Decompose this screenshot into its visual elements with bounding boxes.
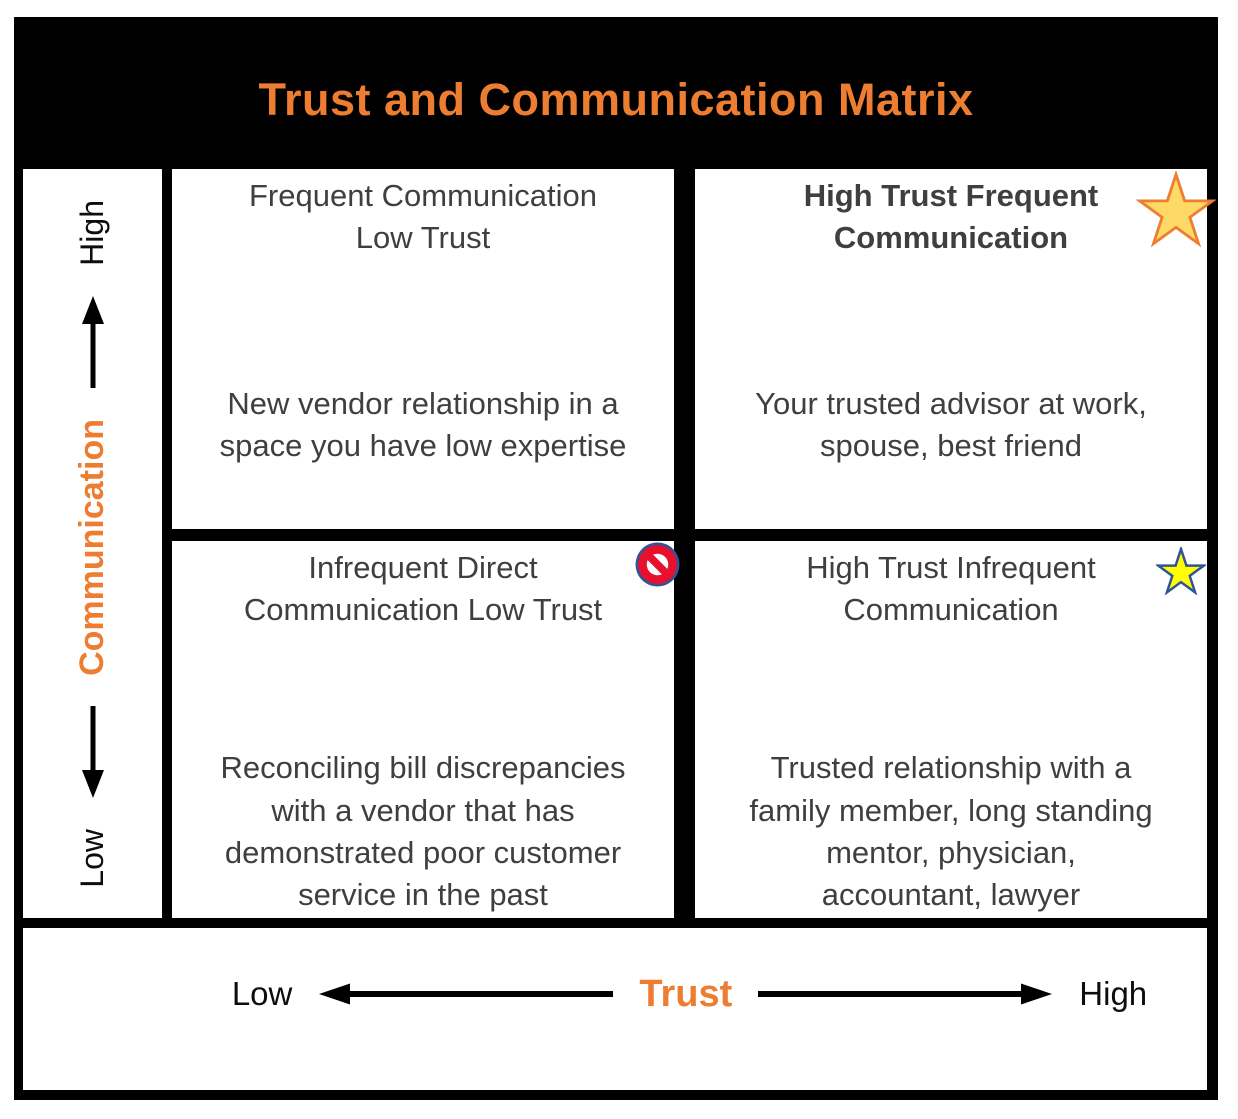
quadrant-heading: Frequent Communication Low Trust: [248, 178, 598, 256]
y-axis-up-arrow-icon: [81, 296, 104, 388]
quadrant-heading: High Trust Infrequent Communication: [806, 550, 1096, 628]
x-axis-low-label: Low: [231, 975, 293, 1012]
quadrant-heading: High Trust Frequent Communication: [803, 178, 1099, 256]
quadrant-heading: Infrequent Direct Communication Low Trus…: [243, 550, 603, 628]
x-axis-band: Low Trust High: [23, 928, 1207, 1090]
trust-communication-matrix: Trust and Communication Matrix High Comm…: [14, 17, 1218, 1100]
quadrant-body: Reconciling bill discrepancies with a ve…: [220, 750, 626, 912]
quadrant-top-right: High Trust Frequent Communication Your t…: [695, 169, 1216, 529]
quadrant-bottom-right: High Trust Infrequent Communication Trus…: [695, 541, 1207, 918]
y-axis-low-label: Low: [74, 828, 110, 888]
header-band: Trust and Communication Matrix: [14, 17, 1218, 169]
y-axis-label: Communication: [73, 418, 111, 676]
x-axis-label: Trust: [639, 972, 733, 1015]
quadrant-body: Trusted relationship with a family membe…: [749, 750, 1153, 912]
quadrant-top-left: Frequent Communication Low Trust New ven…: [172, 169, 674, 529]
matrix-grid: High Communication Low Frequent Communic…: [23, 169, 1216, 928]
y-axis-down-arrow-icon: [81, 706, 104, 799]
quadrant-body: Your trusted advisor at work, spouse, be…: [755, 385, 1147, 463]
x-axis-right-arrow-icon: [758, 983, 1053, 1005]
star-icon-large: [1136, 171, 1216, 248]
x-axis-left-arrow-icon: [319, 983, 614, 1005]
quadrant-body: New vendor relationship in a space you h…: [219, 385, 627, 463]
matrix-title: Trust and Communication Matrix: [258, 74, 974, 125]
y-axis-high-label: High: [74, 199, 110, 266]
x-axis-high-label: High: [1079, 975, 1148, 1012]
no-entry-icon: [635, 542, 680, 587]
quadrant-bottom-left: Infrequent Direct Communication Low Trus…: [172, 541, 680, 918]
y-axis-column: High Communication Low: [23, 169, 162, 918]
star-icon-small: [1156, 547, 1206, 595]
